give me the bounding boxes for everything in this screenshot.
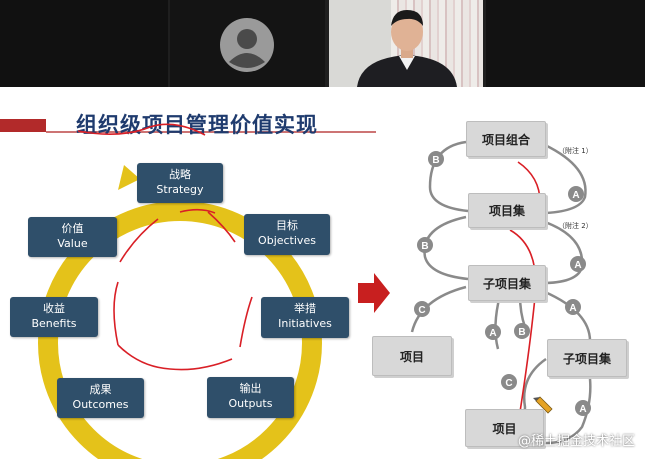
note-2: （附注 2） [558, 222, 593, 230]
svg-text:A: A [489, 328, 496, 339]
video-tile-empty [0, 0, 168, 87]
video-tile-empty-right [486, 0, 645, 87]
cycle-value-cn: 价值 [61, 222, 84, 235]
box-portfolio: 项目组合 [466, 121, 546, 157]
cycle-objectives-cn: 目标 [276, 219, 298, 232]
cycle-outputs-en: Outputs [228, 397, 273, 410]
badge-b-icon: B [417, 237, 433, 253]
cycle-ring [38, 201, 322, 459]
cycle-box-outputs: 输出 Outputs [207, 377, 294, 418]
speaker-video-image [357, 10, 457, 87]
badge-c-icon: C [414, 301, 430, 317]
cycle-box-benefits: 收益 Benefits [10, 297, 98, 337]
cycle-box-objectives: 目标 Objectives [244, 214, 330, 255]
handwritten-annotations [77, 123, 541, 413]
badge-a-icon: A [570, 256, 586, 272]
cycle-box-initiatives: 举措 Initiatives [261, 297, 349, 338]
cycle-outputs-cn: 输出 [239, 382, 262, 395]
svg-text:A: A [579, 404, 586, 415]
badge-a-icon: A [575, 400, 591, 416]
svg-text:A: A [574, 260, 581, 271]
badge-layer: B A B A C A A B C A [414, 151, 591, 416]
note-1: （附注 1） [558, 147, 593, 155]
cycle-arrowhead [118, 165, 140, 190]
box-subprogram: 子项目集 [468, 265, 546, 301]
box-project-left: 项目 [372, 336, 452, 376]
box-program: 项目集 [468, 193, 546, 228]
cycle-box-outcomes: 成果 Outcomes [57, 378, 144, 418]
cycle-outcomes-cn: 成果 [89, 383, 112, 396]
video-tile-speaker[interactable] [329, 0, 483, 87]
cycle-initiatives-en: Initiatives [278, 317, 332, 330]
svg-text:B: B [518, 327, 525, 338]
cycle-value-en: Value [57, 237, 88, 250]
title-underline [46, 131, 376, 133]
box-project-bottom: 项目 [465, 409, 544, 447]
transition-arrow-icon [358, 273, 390, 313]
pencil-icon [533, 396, 553, 414]
cycle-benefits-cn: 收益 [43, 302, 65, 315]
svg-text:B: B [421, 241, 428, 252]
user-avatar-icon [220, 18, 274, 72]
svg-text:C: C [505, 378, 512, 389]
cycle-strategy-en: Strategy [156, 183, 204, 196]
watermark-text: @稀土掘金技术社区 [517, 434, 635, 449]
video-call-bar [0, 0, 645, 87]
cycle-outcomes-en: Outcomes [72, 398, 129, 411]
cycle-box-value: 价值 Value [28, 217, 117, 257]
svg-text:B: B [432, 155, 439, 166]
title-accent-bar [0, 119, 46, 132]
badge-a-icon: A [565, 299, 581, 315]
video-tile-avatar[interactable] [170, 0, 325, 87]
badge-a-icon: A [568, 186, 584, 202]
cycle-strategy-cn: 战略 [169, 168, 191, 181]
presentation-slide: 组织级项目管理价值实现 [0, 87, 645, 459]
cycle-benefits-en: Benefits [31, 317, 77, 330]
svg-text:C: C [418, 305, 425, 316]
badge-b-icon: B [514, 323, 530, 339]
cycle-objectives-en: Objectives [258, 234, 316, 247]
badge-b-icon: B [428, 151, 444, 167]
badge-a-icon: A [485, 324, 501, 340]
box-subprogram-right: 子项目集 [547, 339, 627, 377]
svg-text:A: A [569, 303, 576, 314]
cycle-initiatives-cn: 举措 [294, 302, 316, 315]
svg-text:A: A [572, 190, 579, 201]
badge-c-icon: C [501, 374, 517, 390]
cycle-box-strategy: 战略 Strategy [137, 163, 223, 203]
slide-title: 组织级项目管理价值实现 [76, 113, 318, 137]
